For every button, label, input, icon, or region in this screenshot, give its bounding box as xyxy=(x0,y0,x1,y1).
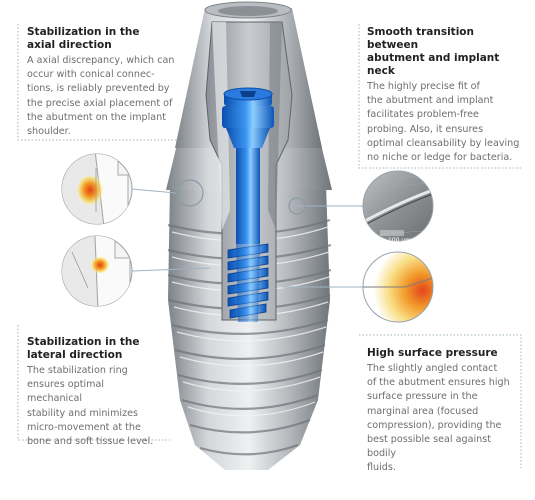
text-line: fluids. xyxy=(367,462,396,474)
text-line: optimal cleansability by leaving xyxy=(367,137,520,149)
text-line: surface pressure in the xyxy=(367,391,478,403)
callout-body: The slightly angled contact of the abutm… xyxy=(367,362,517,476)
text-line: tions, is reliably prevented by xyxy=(27,83,170,95)
callout-title-line: abutment and implant neck xyxy=(367,52,500,77)
text-line: The highly precise fit of xyxy=(367,81,480,92)
text-line: no niche or ledge for bacteria. xyxy=(367,152,513,164)
callout-title: Smooth transition between abutment and i… xyxy=(367,26,527,78)
detail-surface-pressure xyxy=(362,251,434,323)
callout-title: Stabilization in the lateral direction xyxy=(27,336,157,362)
callout-body: The highly precise fit of the abutment a… xyxy=(367,80,527,165)
text-line: probing. Also, it ensures xyxy=(367,123,484,135)
text-line: facilitates problem-free xyxy=(367,109,479,121)
text-line: The stabilization ring xyxy=(27,365,128,376)
detail-axial-stabilization xyxy=(61,153,133,225)
leader-lines xyxy=(131,188,363,288)
micrograph-transition xyxy=(362,170,434,242)
text-line: the precise axial placement of xyxy=(27,97,173,109)
callout-title: Stabilization in the axial direction xyxy=(27,26,177,52)
callout-axial-stabilization: Stabilization in the axial direction A a… xyxy=(27,26,177,139)
text-line: A axial discrepancy, which can xyxy=(27,55,175,66)
callout-title-line: Smooth transition between xyxy=(367,26,474,51)
detail-lateral-stabilization xyxy=(61,235,133,307)
callout-surface-pressure: High surface pressure The slightly angle… xyxy=(367,347,517,476)
text-line: shoulder. xyxy=(27,126,71,138)
callout-title-line: Stabilization in the xyxy=(27,26,140,38)
callout-frames xyxy=(17,24,523,468)
callout-title: High surface pressure xyxy=(367,347,498,359)
callout-lateral-stabilization: Stabilization in the lateral direction T… xyxy=(27,336,157,449)
callout-title-line: Stabilization in the xyxy=(27,336,140,348)
text-line: bone and soft tissue level. xyxy=(27,436,154,448)
text-line: stability and minimizes xyxy=(27,407,139,419)
callout-title-line: axial direction xyxy=(27,39,112,51)
abutment-screw xyxy=(222,87,274,322)
text-line: The slightly angled contact xyxy=(367,363,498,374)
text-line: occur with conical connec- xyxy=(27,69,155,81)
text-line: best possible seal against bodily xyxy=(367,434,491,460)
text-line: compression), providing the xyxy=(367,419,502,431)
callout-smooth-transition: Smooth transition between abutment and i… xyxy=(367,26,527,165)
callout-title-line: lateral direction xyxy=(27,349,123,361)
micrograph-scale-label: 100 μm xyxy=(388,237,412,244)
text-line: the abutment on the implant xyxy=(27,111,167,123)
callout-body: The stabilization ring ensures optimal m… xyxy=(27,364,157,449)
text-line: marginal area (focused xyxy=(367,405,479,417)
text-line: ensures optimal mechanical xyxy=(27,379,105,405)
text-line: of the abutment ensures high xyxy=(367,377,510,389)
text-line: the abutment and implant xyxy=(367,95,494,107)
callout-body: A axial discrepancy, which can occur wit… xyxy=(27,54,177,139)
target-markers xyxy=(176,179,306,215)
text-line: micro-movement at the xyxy=(27,421,141,433)
